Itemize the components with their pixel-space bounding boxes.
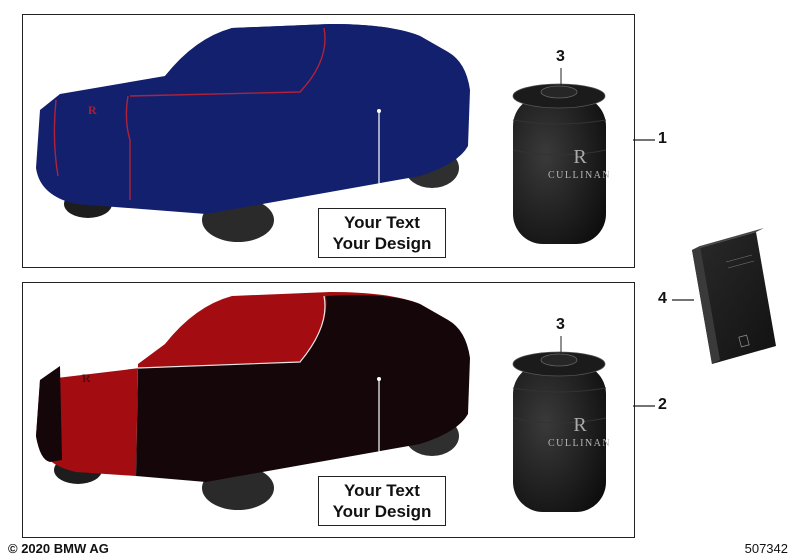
label-1-line-2: Your Design bbox=[332, 234, 432, 253]
car-cover-piping bbox=[129, 27, 326, 97]
gift-box bbox=[692, 228, 776, 364]
svg-text:R: R bbox=[573, 414, 587, 436]
callout-3-bottom: 3 bbox=[556, 316, 565, 333]
car-cover-piping bbox=[125, 95, 131, 200]
rr-emblem: R bbox=[88, 103, 97, 117]
car-cover-piping bbox=[53, 99, 59, 177]
bag-2-brand-text: CULLINAN bbox=[548, 438, 612, 449]
car-cover-front-black bbox=[36, 366, 62, 462]
red-black-car-cover: R bbox=[36, 292, 470, 510]
blue-car-cover: R bbox=[36, 24, 470, 242]
custom-text-label-2: Your Text Your Design bbox=[318, 476, 446, 526]
storage-bag-2: R bbox=[512, 336, 607, 512]
label-1-line-1: Your Text bbox=[344, 213, 420, 232]
callout-2: 2 bbox=[658, 396, 667, 413]
rr-logo-bag-1: R bbox=[573, 146, 587, 168]
label-2-line-2: Your Design bbox=[332, 502, 432, 521]
callout-3-top: 3 bbox=[556, 48, 565, 65]
svg-text:R: R bbox=[82, 371, 91, 385]
callout-1: 1 bbox=[658, 130, 667, 147]
custom-text-label-1: Your Text Your Design bbox=[318, 208, 446, 258]
document-number: 507342 bbox=[744, 541, 788, 556]
storage-bag-1: R bbox=[512, 68, 607, 244]
bag-1-brand-text: CULLINAN bbox=[548, 170, 612, 181]
label-2-line-1: Your Text bbox=[344, 481, 420, 500]
car-cover-roof-blue bbox=[165, 24, 462, 100]
callout-4: 4 bbox=[658, 290, 667, 307]
copyright-text: © 2020 BMW AG bbox=[8, 541, 109, 556]
car-cover-body-black bbox=[136, 295, 470, 482]
